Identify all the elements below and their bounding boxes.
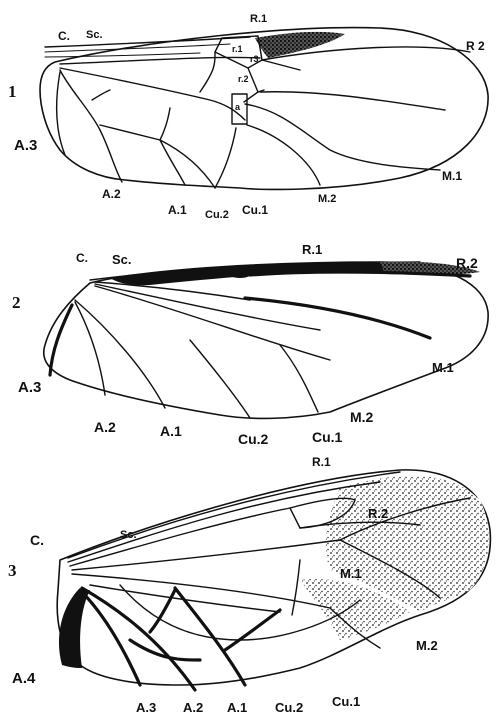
- label-cu1: Cu.1: [312, 429, 343, 445]
- label-r1: R.1: [302, 242, 322, 257]
- wing-panel-3: [57, 470, 490, 690]
- label-a2: A.2: [183, 700, 203, 715]
- panel-1-number: 1: [8, 82, 17, 101]
- label-a1: A.1: [227, 700, 247, 715]
- label-r2: R.2: [368, 506, 388, 521]
- label-r2: R 2: [466, 39, 485, 53]
- label-cu1: Cu.1: [242, 203, 268, 217]
- label-c: C.: [58, 29, 70, 43]
- label-sc: Sc.: [120, 529, 137, 541]
- label-cu2: Cu.2: [238, 431, 269, 447]
- label-r2: R.2: [456, 255, 478, 271]
- label-m2: M.2: [416, 638, 438, 653]
- label-sc: Sc.: [112, 252, 132, 267]
- label-a1: A.1: [160, 423, 182, 439]
- label-m1: M.1: [442, 169, 462, 183]
- cell-r1: r.1: [232, 44, 243, 54]
- label-r1: R.1: [250, 13, 267, 25]
- label-sc: Sc.: [86, 29, 103, 41]
- wing-panel-2: [44, 261, 488, 418]
- label-a3: A.3: [18, 379, 41, 396]
- label-m1: M.1: [432, 360, 454, 375]
- label-a3: A.3: [136, 700, 156, 715]
- label-cu2: Cu.2: [275, 700, 303, 715]
- cell-r3: r3: [250, 54, 259, 64]
- label-a2: A.2: [94, 419, 116, 435]
- label-m2: M.2: [350, 409, 374, 425]
- wing-panel-1: [40, 28, 488, 190]
- label-a4: A.4: [12, 670, 36, 687]
- label-r1: R.1: [312, 455, 331, 469]
- panel-2-number: 2: [12, 293, 21, 312]
- label-a1: A.1: [168, 203, 187, 217]
- label-c: C.: [30, 532, 44, 548]
- label-a2: A.2: [102, 187, 121, 201]
- label-cu1: Cu.1: [332, 694, 360, 709]
- label-m2: M.2: [318, 193, 336, 205]
- label-m1: M.1: [340, 566, 362, 581]
- label-cu2: Cu.2: [205, 209, 229, 221]
- label-c: C.: [76, 251, 88, 265]
- panel-3-number: 3: [8, 561, 17, 580]
- label-a3: A.3: [14, 137, 37, 154]
- cell-r2: r.2: [238, 74, 249, 84]
